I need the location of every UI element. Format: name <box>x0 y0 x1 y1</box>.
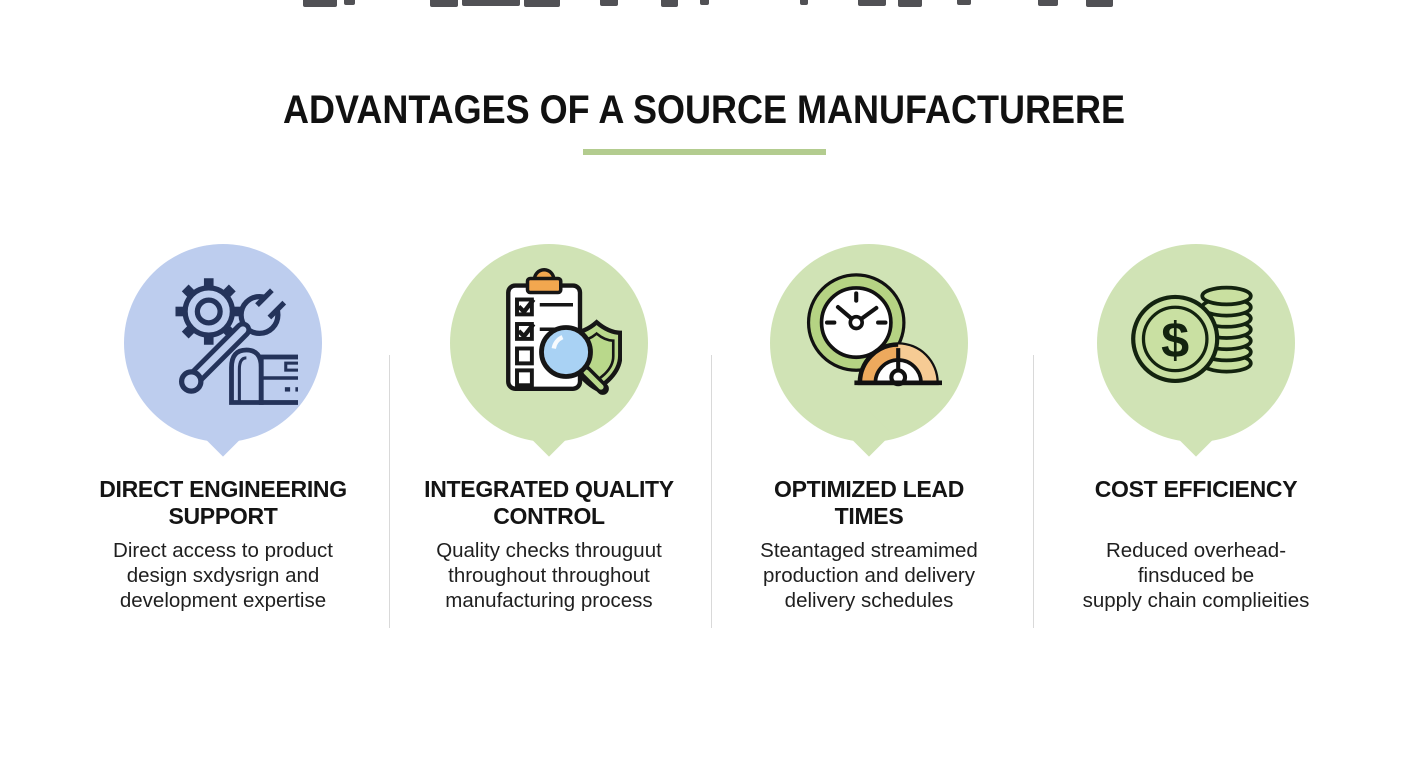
header: ADVANTAGES OF A SOURCE MANUFACTURERE <box>0 88 1408 155</box>
column-heading: COST EFFICIENCY <box>1094 476 1298 502</box>
advantage-column-quality: INTEGRATED QUALITY CONTROL Quality check… <box>399 244 699 644</box>
artifact-dash <box>661 0 678 7</box>
artifact-dash <box>462 0 520 6</box>
column-divider <box>1033 355 1034 628</box>
clock-gauge-icon <box>806 273 942 387</box>
artifact-dash <box>524 0 560 7</box>
column-heading: INTEGRATED QUALITY CONTROL <box>424 476 674 529</box>
column-heading: DIRECT ENGINEERING SUPPORT <box>99 476 347 529</box>
advantage-column-engineering: DIRECT ENGINEERING SUPPORT Direct access… <box>73 244 373 644</box>
artifact-dash <box>1038 0 1058 6</box>
artifact-dash <box>898 0 922 7</box>
gear-wrench-toolbox-icon <box>175 278 298 405</box>
column-description: Direct access to product design sxdysrig… <box>113 539 333 612</box>
page-title: ADVANTAGES OF A SOURCE MANUFACTURERE <box>282 88 1126 132</box>
artifact-dash <box>700 0 709 5</box>
artifact-dash <box>957 0 971 5</box>
artifact-dash <box>344 0 355 5</box>
cropped-content-artifact <box>0 0 1408 8</box>
dollar-coins-icon: $ <box>1131 285 1253 384</box>
artifact-dash <box>1086 0 1113 7</box>
artifact-dash <box>430 0 458 7</box>
column-divider <box>389 355 390 628</box>
clipboard-checklist-magnifier-shield-icon <box>506 268 622 395</box>
advantage-column-cost: $ COST EFFICIENCY Reduced overhead- fins… <box>1046 244 1346 644</box>
column-divider <box>711 355 712 628</box>
column-description: Reduced overhead- finsduced be supply ch… <box>1082 539 1310 612</box>
artifact-dash <box>303 0 337 7</box>
column-description: Steantaged streamimed production and del… <box>760 539 978 612</box>
artifact-dash <box>858 0 886 6</box>
column-heading: OPTIMIZED LEAD TIMES <box>773 476 965 529</box>
svg-text:$: $ <box>1161 312 1189 369</box>
artifact-dash <box>800 0 808 5</box>
column-description: Quality checks througuut throughout thro… <box>436 539 662 612</box>
advantage-column-lead-times: OPTIMIZED LEAD TIMES Steantaged streamim… <box>719 244 1019 644</box>
artifact-dash <box>600 0 618 6</box>
title-underline <box>582 149 826 155</box>
